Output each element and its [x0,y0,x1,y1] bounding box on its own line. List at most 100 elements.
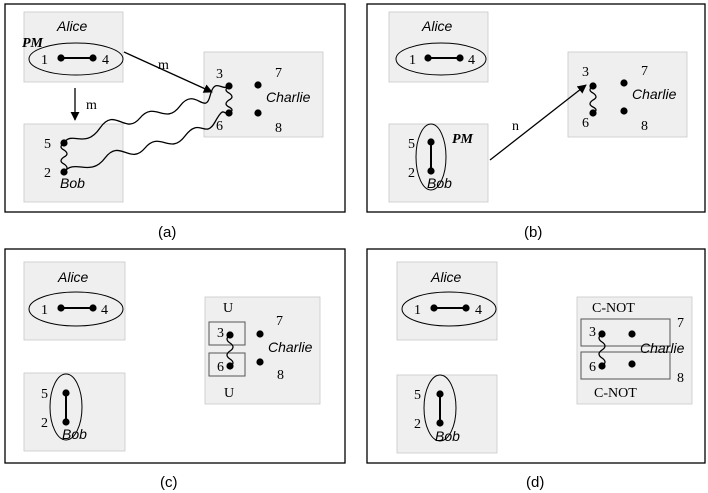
charlie-box [203,51,324,138]
message-label: m [86,98,97,113]
gate-box [580,318,671,347]
qubit-label: 5 [44,137,51,152]
message-label: m [158,58,169,73]
bob-label: Bob [60,175,85,191]
qubit-dot [256,330,264,338]
qubit-label: 6 [582,116,589,131]
pair-ellipse [49,373,83,441]
gate-label: C-NOT [592,301,635,316]
bob-label: Bob [427,175,452,191]
qubit-label: 7 [275,66,282,81]
gate-label: U [223,301,233,316]
panel-a: Alice PM 1 4 5 2 Bob 3 6 7 8 Charlie m [4,3,346,241]
alice-label: Alice [57,269,89,285]
qubit-dot [628,360,636,368]
qubit-dot [57,54,65,62]
pm-label: PM [452,132,474,147]
qubit-label: 3 [582,65,589,80]
message-label: n [512,119,519,134]
qubit-label: 4 [475,303,482,318]
qubit-dot [254,109,262,117]
gate-label: C-NOT [594,386,637,401]
pm-label: PM [22,36,44,51]
qubit-label: 4 [102,53,109,68]
entanglement-wave [589,85,597,114]
qubit-dot [628,330,636,338]
entanglement-wave [226,334,234,367]
alice-label: Alice [56,18,88,34]
qubit-label: 6 [589,360,596,375]
qubit-label: 6 [216,119,223,134]
gate-box [208,321,246,346]
qubit-dot [424,54,432,62]
qubit-label: 4 [468,53,475,68]
charlie-box [567,51,688,138]
charlie-box [204,296,321,405]
qubit-dot [436,390,444,398]
entanglement-wave [63,84,230,144]
panel-c: Alice 1 4 5 2 Bob U 3 6 7 8 Charlie U (c… [4,248,346,491]
qubit-dot [62,418,70,426]
bob-box [396,374,498,454]
pair-ellipse [401,291,497,327]
qubit-dot [430,304,438,312]
qubit-label: 5 [414,388,421,403]
qubit-label: 7 [677,316,684,331]
qubit-dot [427,167,435,175]
qubit-label: 2 [414,417,421,432]
qubit-dot [89,54,97,62]
qubit-dot [436,419,444,427]
gate-box [580,351,671,380]
qubit-label: 8 [275,121,282,136]
qubit-dot [462,304,470,312]
qubit-label: 1 [409,53,416,68]
qubit-label: 8 [277,368,284,383]
qubit-dot [256,358,264,366]
pm-ellipse [415,123,447,191]
entanglement-wave [60,142,68,173]
qubit-label: 1 [41,53,48,68]
qubit-dot [620,107,628,115]
alice-box [23,261,126,341]
qubit-label: 4 [101,303,108,318]
qubit-label: 1 [414,303,421,318]
qubit-dot [89,304,97,312]
pair-ellipse [28,291,124,327]
charlie-label: Charlie [640,340,685,356]
qubit-dot [57,304,65,312]
entanglement-wave [63,111,230,173]
entanglement-wave [598,333,606,367]
qubit-label: 3 [216,67,223,82]
message-arrow [489,84,587,161]
qubit-label: 2 [41,416,48,431]
bob-box [23,123,124,203]
gate-label: U [224,386,234,401]
bob-label: Bob [435,428,460,444]
qubit-label: 3 [589,325,596,340]
caption-b: (b) [524,224,542,241]
panel-b: Alice 1 4 5 2 PM Bob 3 6 7 8 Charlie n (… [366,3,706,241]
qubit-label: 6 [217,360,224,375]
caption-d: (d) [526,474,544,491]
qubit-dot [456,54,464,62]
qubit-label: 8 [677,371,684,386]
pair-ellipse [423,374,457,442]
qubit-label: 5 [408,137,415,152]
bob-box [23,372,126,452]
pair-ellipse [395,42,487,76]
charlie-box [576,296,693,405]
panel-d: Alice 1 4 5 2 Bob C-NOT 3 6 7 8 Charlie … [366,248,706,491]
charlie-label: Charlie [266,89,311,105]
alice-label: Alice [430,269,462,285]
qubit-dot [620,79,628,87]
entanglement-wave [225,85,233,114]
qubit-label: 2 [44,166,51,181]
qubit-dot [254,81,262,89]
qubit-dot [62,389,70,397]
qubit-label: 1 [41,303,48,318]
charlie-label: Charlie [268,339,313,355]
alice-label: Alice [421,18,453,34]
bob-label: Bob [62,426,87,442]
qubit-label: 2 [408,166,415,181]
